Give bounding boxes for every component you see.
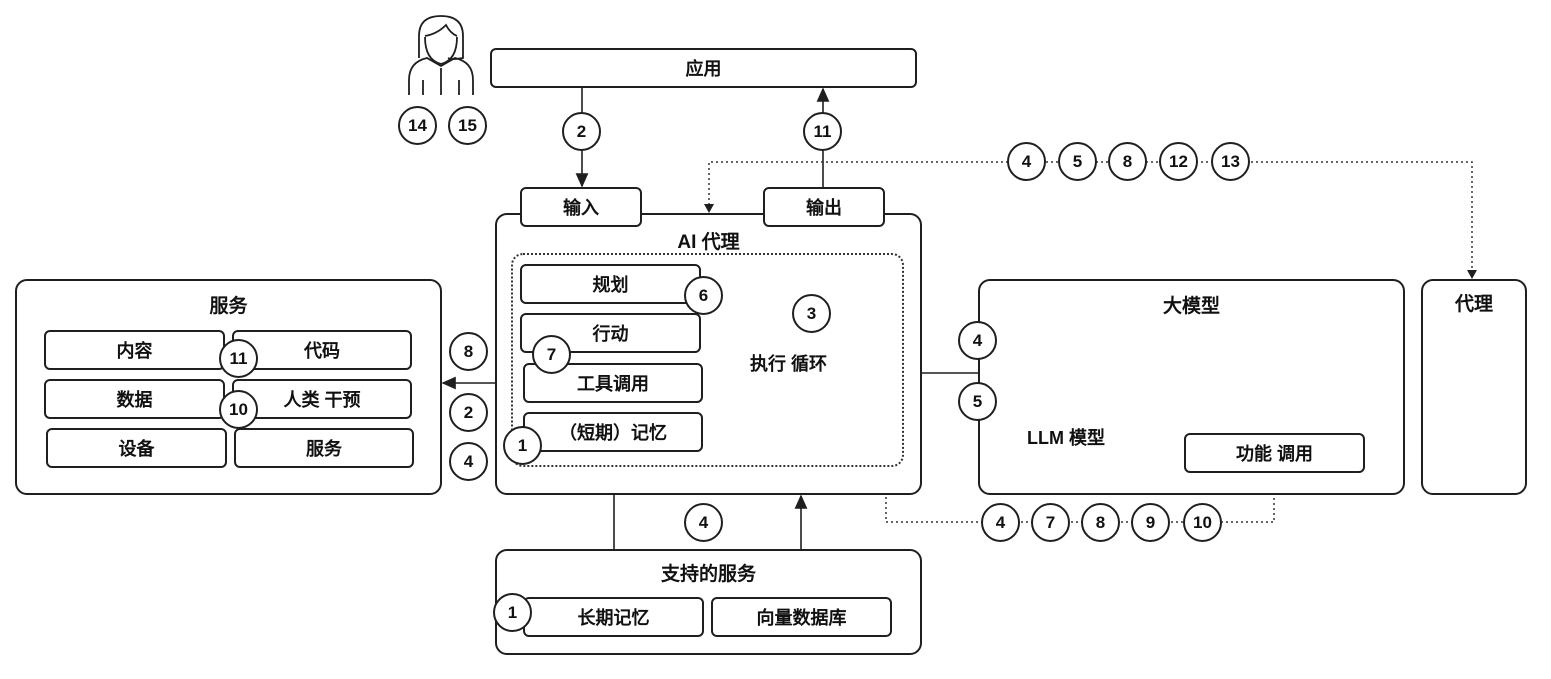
device-box: 设备 xyxy=(46,428,227,468)
human-intervention-label: 人类 干预 xyxy=(283,390,361,410)
service-label: 服务 xyxy=(306,439,342,459)
content-box: 内容 xyxy=(44,330,225,370)
code-box: 代码 xyxy=(232,330,412,370)
step-badge: 11 xyxy=(803,112,842,151)
function-to-tool-dotted-line xyxy=(705,381,1275,523)
step-badge: 14 xyxy=(398,106,437,145)
services-title: 服务 xyxy=(209,296,248,317)
step-badge: 2 xyxy=(449,393,488,432)
app-box: 应用 xyxy=(490,48,917,88)
step-badge: 8 xyxy=(1081,503,1120,542)
device-label: 设备 xyxy=(118,439,155,459)
vector-database-label: 向量数据库 xyxy=(756,608,847,628)
action-label: 行动 xyxy=(592,324,629,344)
step-badge: 8 xyxy=(449,332,488,371)
step-badge: 3 xyxy=(792,294,831,333)
input-box: 输入 xyxy=(520,187,642,227)
tool-call-label: 工具调用 xyxy=(577,374,649,394)
step-badge: 7 xyxy=(1031,503,1070,542)
step-badge: 5 xyxy=(958,382,997,421)
step-badge: 13 xyxy=(1211,142,1250,181)
step-badge: 10 xyxy=(219,390,258,429)
ai-agent-title: AI 代理 xyxy=(677,232,740,253)
long-term-memory-label: 长期记忆 xyxy=(577,608,650,628)
service-box: 服务 xyxy=(234,428,414,468)
llm-model-label: LLM 模型 xyxy=(1027,428,1105,448)
vector-database-box: 向量数据库 xyxy=(711,597,892,637)
peer-agent-box: 代理 xyxy=(1421,279,1527,495)
step-badge: 15 xyxy=(448,106,487,145)
input-label: 输入 xyxy=(563,198,599,218)
step-badge: 8 xyxy=(1108,142,1147,181)
llm-title: 大模型 xyxy=(1162,296,1220,317)
short-term-memory-box: （短期）记忆 xyxy=(523,412,703,452)
step-badge: 4 xyxy=(1007,142,1046,181)
planning-box: 规划 xyxy=(520,264,701,304)
step-badge: 7 xyxy=(532,335,571,374)
content-label: 内容 xyxy=(116,341,153,361)
step-badge: 1 xyxy=(493,593,532,632)
step-badge: 4 xyxy=(958,321,997,360)
peer-agent-title: 代理 xyxy=(1454,294,1493,315)
step-badge: 5 xyxy=(1058,142,1097,181)
step-badge: 4 xyxy=(449,442,488,481)
step-badge: 4 xyxy=(981,503,1020,542)
function-call-box: 功能 调用 xyxy=(1184,433,1365,473)
human-intervention-box: 人类 干预 xyxy=(232,379,412,419)
output-label: 输出 xyxy=(806,198,842,218)
app-label: 应用 xyxy=(685,59,722,79)
step-badge: 6 xyxy=(684,276,723,315)
execution-loop-label: 执行 循环 xyxy=(750,354,828,374)
user-icon xyxy=(408,15,474,95)
data-label: 数据 xyxy=(116,390,153,410)
step-badge: 12 xyxy=(1159,142,1198,181)
step-badge: 4 xyxy=(684,503,723,542)
output-box: 输出 xyxy=(763,187,885,227)
long-term-memory-box: 长期记忆 xyxy=(523,597,704,637)
planning-label: 规划 xyxy=(592,275,629,295)
step-badge: 1 xyxy=(503,426,542,465)
short-term-memory-label: （短期）记忆 xyxy=(559,423,667,443)
function-call-label: 功能 调用 xyxy=(1235,444,1313,464)
data-box: 数据 xyxy=(44,379,225,419)
step-badge: 10 xyxy=(1183,503,1222,542)
execution-loop-region xyxy=(511,253,904,467)
supporting-services-title: 支持的服务 xyxy=(660,564,756,585)
step-badge: 11 xyxy=(219,339,258,378)
code-label: 代码 xyxy=(304,341,340,361)
step-badge: 9 xyxy=(1131,503,1170,542)
step-badge: 2 xyxy=(562,112,601,151)
